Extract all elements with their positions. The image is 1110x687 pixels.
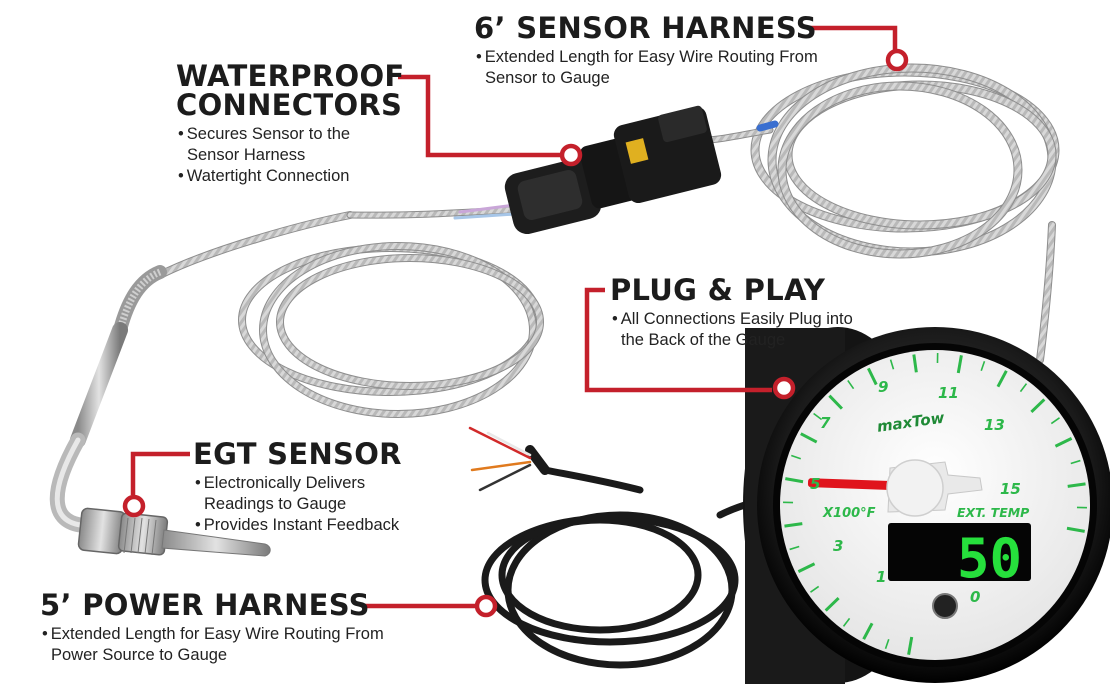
dial-number-15: 15 [1000, 480, 1021, 498]
dial-tick [785, 477, 804, 484]
dial-tick [1067, 482, 1086, 488]
type-label: EXT. TEMP [957, 505, 1029, 520]
connector-pair [504, 105, 722, 234]
dial-tick [867, 367, 878, 386]
callout-sensor-harness: 6’ SENSOR HARNESS Extended Length for Ea… [474, 14, 825, 89]
dial-tick [828, 394, 843, 410]
dial-tick [889, 359, 895, 370]
dial-tick [1070, 459, 1081, 465]
callout-title: WATERPROOF CONNECTORS [176, 62, 405, 120]
gauge [743, 327, 1110, 684]
dial-tick [1054, 437, 1073, 448]
dial-tick [980, 361, 986, 371]
egt-sensor-coil [156, 203, 544, 418]
callout-bullet: Secures Sensor to the Sensor Harness [176, 124, 387, 166]
callout-leaders [122, 25, 909, 618]
dial-tick [996, 370, 1008, 388]
dial-tick [797, 562, 816, 573]
callout-title: EGT SENSOR [193, 437, 402, 471]
callout-bullet: All Connections Easily Plug into the Bac… [610, 309, 871, 351]
callout-bullet: Extended Length for Easy Wire Routing Fr… [474, 47, 825, 89]
dial-tick [1030, 398, 1046, 413]
dial-tick [1019, 383, 1028, 393]
egt-probe [49, 265, 271, 557]
gauge-ticks [783, 353, 1087, 655]
unit-label: X100°F [822, 506, 876, 521]
callout-title-line2: CONNECTORS [176, 88, 403, 122]
power-harness-coil [468, 426, 794, 669]
callout-bullet: Provides Instant Feedback [193, 515, 414, 536]
dial-tick [784, 522, 803, 528]
dial-tick [789, 545, 800, 551]
callout-bullet: Extended Length for Easy Wire Routing Fr… [40, 624, 396, 666]
callout-bullet: Watertight Connection [176, 166, 405, 187]
digital-readout: 50 [957, 527, 1022, 590]
callout-waterproof-connectors: WATERPROOF CONNECTORS Secures Sensor to … [176, 62, 405, 187]
callout-bullet: Electronically Delivers Readings to Gaug… [193, 473, 414, 515]
dial-number-0: 0 [970, 588, 980, 606]
dial-number-9: 9 [878, 378, 888, 396]
dial-number-5: 5 [810, 475, 820, 493]
dial-number-11: 11 [938, 384, 959, 402]
dial-tick [1066, 526, 1085, 533]
dial-number-3: 3 [833, 537, 843, 555]
dial-tick [907, 636, 914, 655]
dial-tick [842, 617, 851, 627]
callout-egt-sensor: EGT SENSOR Electronically Delivers Readi… [193, 440, 414, 536]
callout-title: PLUG & PLAY [610, 273, 826, 307]
callout-title-line1: WATERPROOF [176, 59, 405, 93]
dial-number-13: 13 [984, 416, 1005, 434]
dial-tick [884, 639, 890, 649]
dial-tick [1050, 417, 1060, 425]
callout-power-harness: 5’ POWER HARNESS Extended Length for Eas… [40, 591, 396, 666]
callout-plug-play: PLUG & PLAY All Connections Easily Plug … [610, 276, 871, 351]
dial-tick [800, 432, 818, 444]
dial-tick [824, 597, 840, 612]
dial-number-1: 1 [876, 568, 886, 586]
callout-title: 5’ POWER HARNESS [40, 588, 370, 622]
dial-tick [862, 622, 874, 640]
dial-tick [847, 380, 855, 390]
dial-tick [791, 454, 801, 460]
dial-tick [813, 412, 823, 421]
dial-number-7: 7 [820, 414, 831, 432]
callout-title: 6’ SENSOR HARNESS [474, 11, 817, 45]
dial-tick [956, 355, 963, 374]
dial-tick [810, 585, 820, 593]
dial-tick [912, 354, 918, 373]
